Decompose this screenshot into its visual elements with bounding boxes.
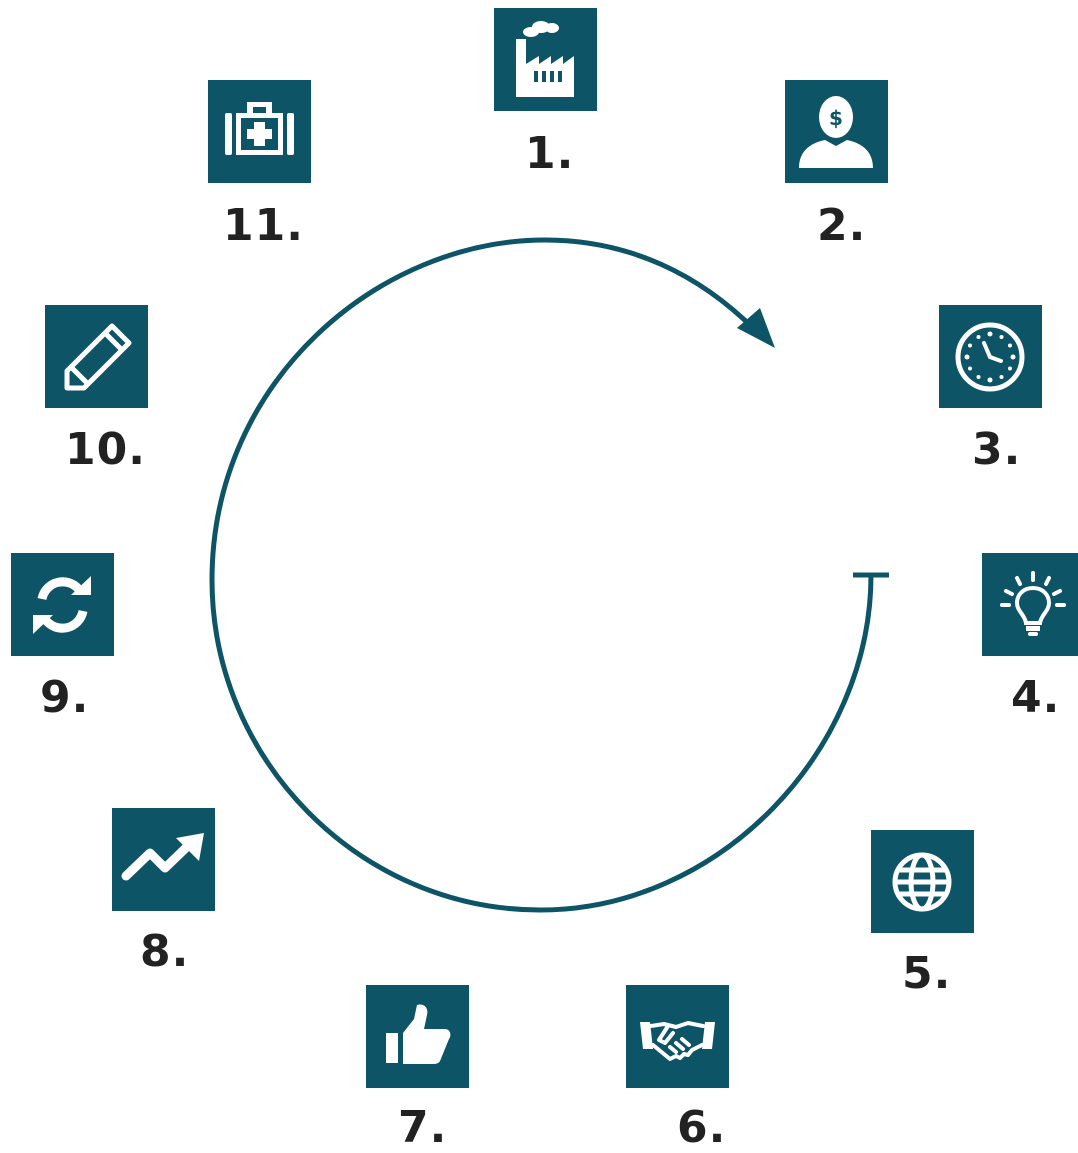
step-3-label: 3.: [972, 424, 1022, 475]
arrow-head: [737, 308, 775, 348]
step-4-tile: [982, 553, 1078, 656]
lightbulb-icon: [1000, 571, 1066, 636]
step-11-tile: [208, 80, 311, 183]
step-4-label: 4.: [1011, 672, 1061, 723]
handshake-icon: [640, 1021, 715, 1061]
step-9-tile: [11, 553, 114, 656]
globe-icon: [892, 852, 952, 912]
step-7-label: 7.: [398, 1102, 448, 1153]
thumbs-up-icon: [386, 1004, 451, 1064]
step-6-label: 6.: [677, 1102, 727, 1153]
factory-icon: [516, 21, 574, 97]
step-3-tile: [939, 305, 1042, 408]
step-10-label: 10.: [65, 424, 146, 475]
step-1-tile: [494, 8, 597, 111]
step-7-tile: [366, 985, 469, 1088]
person-dollar-icon: $: [799, 96, 873, 168]
step-2-label: 2.: [817, 200, 867, 251]
svg-text:$: $: [829, 106, 843, 130]
step-9-label: 9.: [40, 672, 90, 723]
step-8-tile: [112, 808, 215, 911]
step-5-tile: [871, 830, 974, 933]
step-2-tile: $: [785, 80, 888, 183]
refresh-icon: [33, 576, 91, 634]
step-1-label: 1.: [525, 128, 575, 179]
step-6-tile: [626, 985, 729, 1088]
pencil-icon: [64, 323, 132, 391]
clock-icon: [955, 322, 1025, 392]
trending-up-icon: [121, 833, 204, 881]
step-11-label: 11.: [223, 200, 304, 251]
step-10-tile: [45, 305, 148, 408]
medical-kit-icon: [225, 102, 294, 155]
step-8-label: 8.: [140, 926, 190, 977]
step-5-label: 5.: [902, 948, 952, 999]
